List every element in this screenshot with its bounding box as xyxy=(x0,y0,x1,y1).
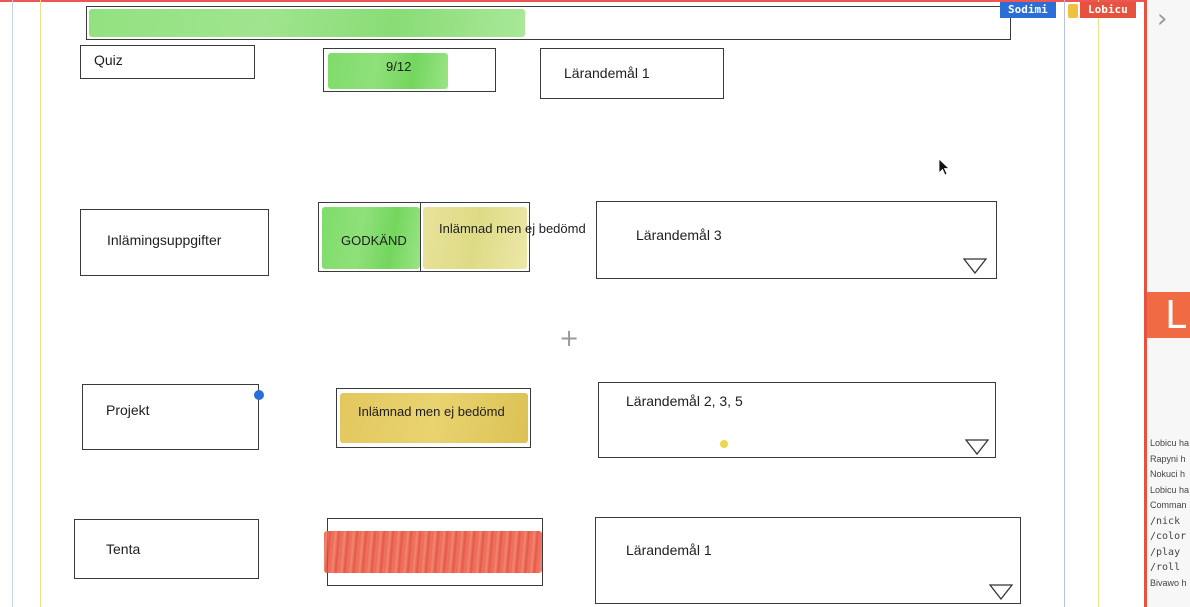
collaborator-chip-sodimi: Sodimi xyxy=(1000,2,1056,18)
guide-line-left-yellow xyxy=(40,0,41,607)
assignments-pass-fill xyxy=(322,207,420,269)
collaborator-chip-lobicu: Lobicu xyxy=(1080,2,1136,18)
assignments-pending-fill xyxy=(423,207,527,269)
quiz-status-fill xyxy=(328,53,448,89)
exam-goal-label: Lärandemål 1 xyxy=(626,542,712,558)
assignments-status-pending: Inlämnad men ej bedömd xyxy=(439,221,586,236)
exam-status-box[interactable] xyxy=(324,518,543,586)
quiz-goal-box[interactable]: Lärandemål 1 xyxy=(540,48,724,99)
assignments-status-box[interactable]: GODKÄND Inlämnad men ej bedömd xyxy=(318,202,586,272)
exam-fail-fill xyxy=(324,531,542,573)
chat-command-line: /color xyxy=(1150,531,1187,542)
add-plus-icon[interactable]: + xyxy=(559,324,580,352)
quiz-score: 9/12 xyxy=(386,59,412,74)
quiz-status-box[interactable]: 9/12 xyxy=(323,48,496,92)
quiz-box[interactable]: Quiz xyxy=(80,45,255,79)
exam-label: Tenta xyxy=(106,541,141,557)
guide-line-right xyxy=(1064,0,1065,607)
canvas-top-border xyxy=(0,0,1144,2)
project-status-pending: Inlämnad men ej bedömd xyxy=(358,404,505,419)
selection-handle-icon[interactable] xyxy=(254,390,264,400)
guide-line-left xyxy=(12,0,13,607)
project-goal-box[interactable]: Lärandemål 2, 3, 5 xyxy=(598,382,996,458)
chat-command-line: /roll xyxy=(1150,562,1181,573)
chat-log-line: Lobicu ha xyxy=(1150,484,1190,495)
quiz-label: Quiz xyxy=(94,52,123,68)
side-panel-badge: L xyxy=(1147,292,1190,338)
chevron-right-icon[interactable]: › xyxy=(1157,4,1168,34)
project-box[interactable]: Projekt xyxy=(82,384,259,450)
mouse-cursor-icon xyxy=(938,158,951,181)
chat-log-line: Nokuci h xyxy=(1150,469,1186,479)
pointer-icon xyxy=(1068,4,1078,18)
overall-progress-box[interactable] xyxy=(86,6,1011,40)
assignments-box[interactable]: Inlämingsuppgifter xyxy=(80,209,269,276)
assignments-goal-box[interactable]: Lärandemål 3 xyxy=(596,201,997,279)
chat-command-line: /nick xyxy=(1150,515,1181,527)
exam-goal-box[interactable]: Lärandemål 1 xyxy=(595,517,1021,604)
assignments-goal-label: Lärandemål 3 xyxy=(636,227,722,243)
project-status-box[interactable]: Inlämnad men ej bedömd xyxy=(336,388,531,448)
project-label: Projekt xyxy=(106,402,150,418)
chat-command-line: /play xyxy=(1150,546,1181,558)
chat-log-line: Rapyni h xyxy=(1150,453,1186,464)
chat-log: Lobicu ha Rapyni h Nokuci h Lobicu ha Co… xyxy=(1150,436,1189,591)
assignments-label: Inlämingsuppgifter xyxy=(107,232,222,248)
chat-log-line: Lobicu ha xyxy=(1150,438,1190,448)
overall-progress-fill xyxy=(89,9,525,37)
guide-line-right-yellow xyxy=(1098,0,1099,607)
chat-log-line: Comman xyxy=(1150,500,1187,510)
project-goal-label: Lärandemål 2, 3, 5 xyxy=(626,393,743,409)
chat-log-line: Bivawo h xyxy=(1150,577,1187,588)
status-divider xyxy=(420,203,421,271)
yellow-marker-dot xyxy=(720,440,728,448)
side-panel: › L Lobicu ha Rapyni h Nokuci h Lobicu h… xyxy=(1144,0,1190,607)
whiteboard-canvas[interactable]: Sodimi Lobicu Quiz 9/12 Lärandemål 1 Inl… xyxy=(0,0,1144,607)
exam-box[interactable]: Tenta xyxy=(74,519,259,579)
project-pending-fill xyxy=(340,393,528,443)
assignments-status-pass: GODKÄND xyxy=(341,233,407,248)
quiz-goal-label: Lärandemål 1 xyxy=(564,65,650,81)
